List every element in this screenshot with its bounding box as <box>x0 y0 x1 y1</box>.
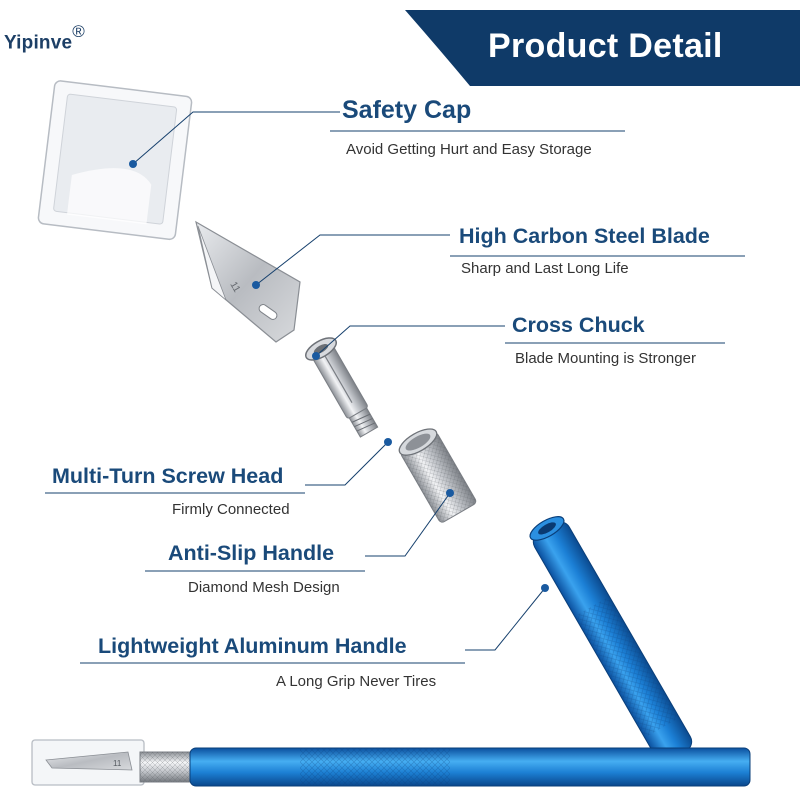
feature-aluminum-handle: Lightweight Aluminum Handle A Long Grip … <box>98 634 436 690</box>
feature-anti-slip-handle: Anti-Slip Handle Diamond Mesh Design <box>168 541 340 596</box>
callout-lines <box>45 111 745 664</box>
screw-head-image <box>398 428 477 523</box>
feature-title: Anti-Slip Handle <box>168 541 335 565</box>
registered-mark: ® <box>72 22 86 41</box>
safety-cap-image <box>37 80 193 241</box>
blade-image: 11 <box>195 220 301 343</box>
feature-title: Safety Cap <box>342 96 472 124</box>
feature-title: High Carbon Steel Blade <box>459 224 710 248</box>
brand-logo: Yipinve® <box>4 22 85 54</box>
brand-name: Yipinve <box>4 32 73 54</box>
feature-description: Firmly Connected <box>172 501 290 518</box>
feature-screw-head: Multi-Turn Screw Head Firmly Connected <box>52 464 290 518</box>
feature-blade: High Carbon Steel Blade Sharp and Last L… <box>459 224 710 277</box>
feature-cross-chuck: Cross Chuck Blade Mounting is Stronger <box>512 313 696 367</box>
feature-description: Avoid Getting Hurt and Easy Storage <box>346 141 592 158</box>
feature-description: Blade Mounting is Stronger <box>515 350 696 367</box>
feature-title: Multi-Turn Screw Head <box>52 464 284 488</box>
page-title: Product Detail <box>488 27 723 65</box>
feature-description: Diamond Mesh Design <box>188 579 340 596</box>
cross-chuck-image <box>304 337 379 438</box>
feature-description: A Long Grip Never Tires <box>276 673 437 690</box>
callout-dots <box>129 160 549 592</box>
aluminum-handle-image <box>529 516 693 763</box>
feature-title: Lightweight Aluminum Handle <box>98 634 407 658</box>
feature-safety-cap: Safety Cap Avoid Getting Hurt and Easy S… <box>342 96 592 158</box>
banner-shape <box>405 10 800 86</box>
feature-description: Sharp and Last Long Life <box>461 260 629 277</box>
assembled-knife-image: 11 <box>31 739 751 787</box>
feature-title: Cross Chuck <box>512 313 645 337</box>
knife-blade-number: 11 <box>113 759 122 768</box>
